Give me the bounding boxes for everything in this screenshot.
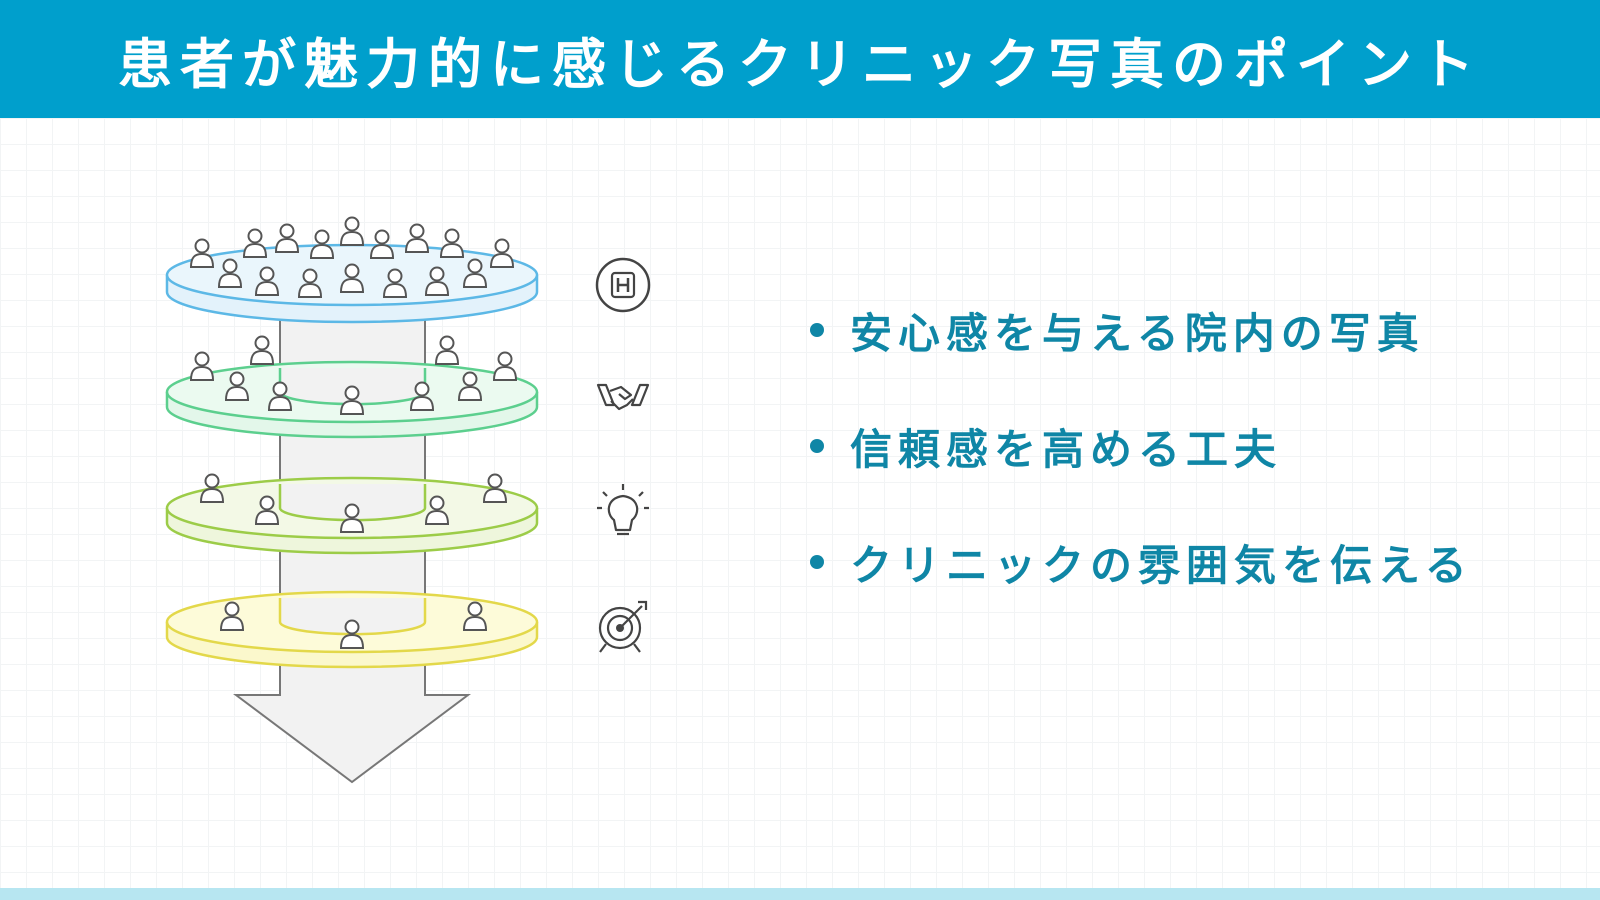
- bullet-dot: [810, 323, 824, 337]
- key-point-item: 信頼感を高める工夫: [810, 416, 1570, 476]
- key-points-list: 安心感を与える院内の写真 信頼感を高める工夫 クリニックの雰囲気を伝える: [810, 300, 1570, 648]
- funnel-diagram: [150, 200, 690, 820]
- key-point-item: クリニックの雰囲気を伝える: [810, 532, 1570, 592]
- target-icon: [598, 600, 648, 653]
- header-banner: 患者が魅力的に感じるクリニック写真のポイント: [0, 0, 1600, 118]
- lightbulb-icon: [597, 484, 649, 536]
- page-title: 患者が魅力的に感じるクリニック写真のポイント: [118, 32, 1482, 96]
- key-point-text: クリニックの雰囲気を伝える: [850, 540, 1473, 590]
- key-point-text: 安心感を与える院内の写真: [850, 308, 1425, 358]
- footer-bar: [0, 888, 1600, 900]
- bullet-dot: [810, 555, 824, 569]
- hospital-icon: [595, 257, 651, 313]
- handshake-icon: [596, 383, 650, 411]
- funnel-arrow: [233, 659, 471, 784]
- key-point-text: 信頼感を高める工夫: [850, 424, 1283, 474]
- funnel-diagram-svg: [165, 216, 651, 784]
- key-point-item: 安心感を与える院内の写真: [810, 300, 1570, 360]
- bullet-dot: [810, 439, 824, 453]
